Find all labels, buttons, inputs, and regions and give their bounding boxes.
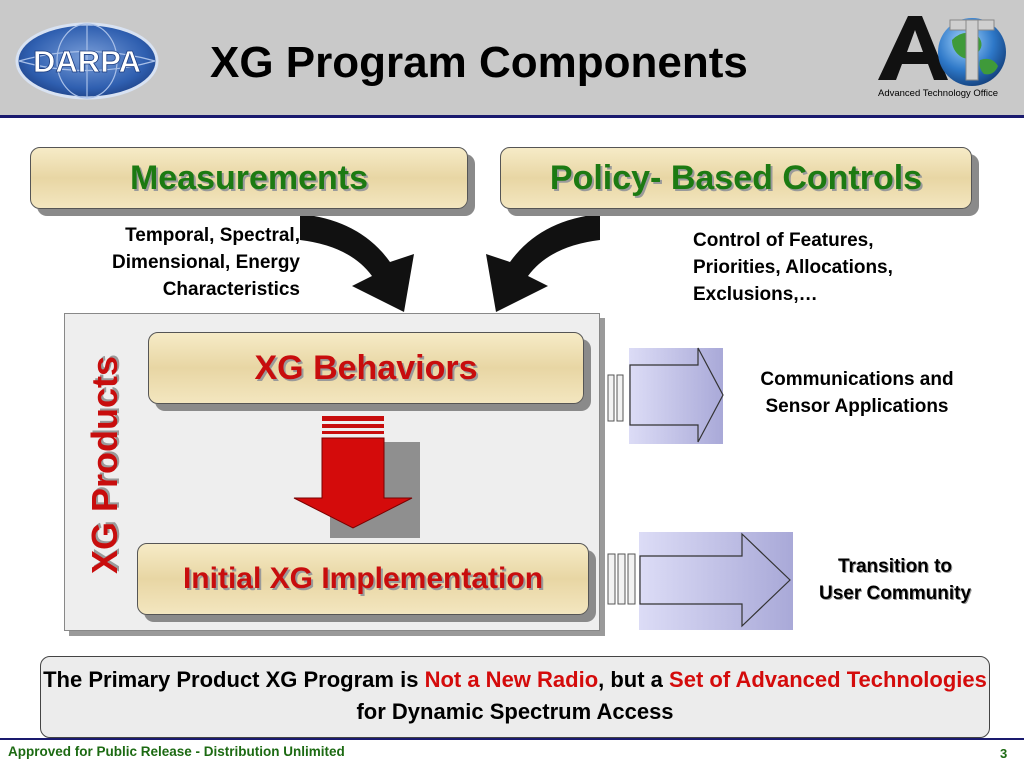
xg-products-label-wrap: XG Products [80,340,130,590]
comms-caption-line: Sensor Applications [765,396,949,417]
footer-rule [0,738,1024,740]
page-number: 3 [1000,746,1008,761]
darpa-logo: DARPA [15,22,159,100]
statement-highlight: Set of Advanced Technologies [669,667,987,692]
transition-block-arrow-icon [607,532,793,630]
xg-products-label: XG Products [84,355,125,575]
xg-behaviors-box: XG Behaviors [148,332,584,404]
measurements-caption-line: Dimensional, Energy [112,252,300,273]
measurements-caption: Temporal, Spectral, Dimensional, Energy … [40,222,300,303]
statement-text: The Primary Product XG Program is [43,667,425,692]
policy-caption-line: Control of Features, [693,230,874,251]
transition-caption-line: User Community [818,583,972,604]
primary-product-statement: The Primary Product XG Program is Not a … [40,656,990,738]
transition-caption-line: Transition to [838,556,952,577]
comms-caption-line: Communications and [760,369,954,390]
slide-header [0,0,1024,118]
policy-controls-box: Policy- Based Controls [500,147,972,209]
transition-caption: Transition to User Community [786,553,1004,607]
arrow-from-policy-icon [486,214,600,312]
comms-caption: Communications and Sensor Applications [728,366,986,420]
red-down-arrow-icon [293,416,420,538]
statement-text: for Dynamic Spectrum Access [356,699,674,724]
ato-logo [878,16,1006,86]
policy-caption-line: Priorities, Allocations, [693,257,893,278]
comms-block-arrow-icon [607,347,724,444]
initial-xg-implementation-box: Initial XG Implementation [137,543,589,615]
arrow-from-measurements-icon [300,214,414,312]
policy-caption: Control of Features, Priorities, Allocat… [693,227,993,308]
footer-release-note: Approved for Public Release - Distributi… [8,744,345,759]
policy-caption-line: Exclusions,… [693,284,818,305]
measurements-caption-line: Characteristics [162,279,300,300]
statement-text: , but a [598,667,670,692]
darpa-logo-text: DARPA [33,44,141,79]
statement-highlight: Not a New Radio [424,667,599,692]
slide-title: XG Program Components [210,38,748,87]
measurements-caption-line: Temporal, Spectral, [125,225,300,246]
measurements-box: Measurements [30,147,468,209]
ato-logo-caption: Advanced Technology Office [878,88,999,99]
